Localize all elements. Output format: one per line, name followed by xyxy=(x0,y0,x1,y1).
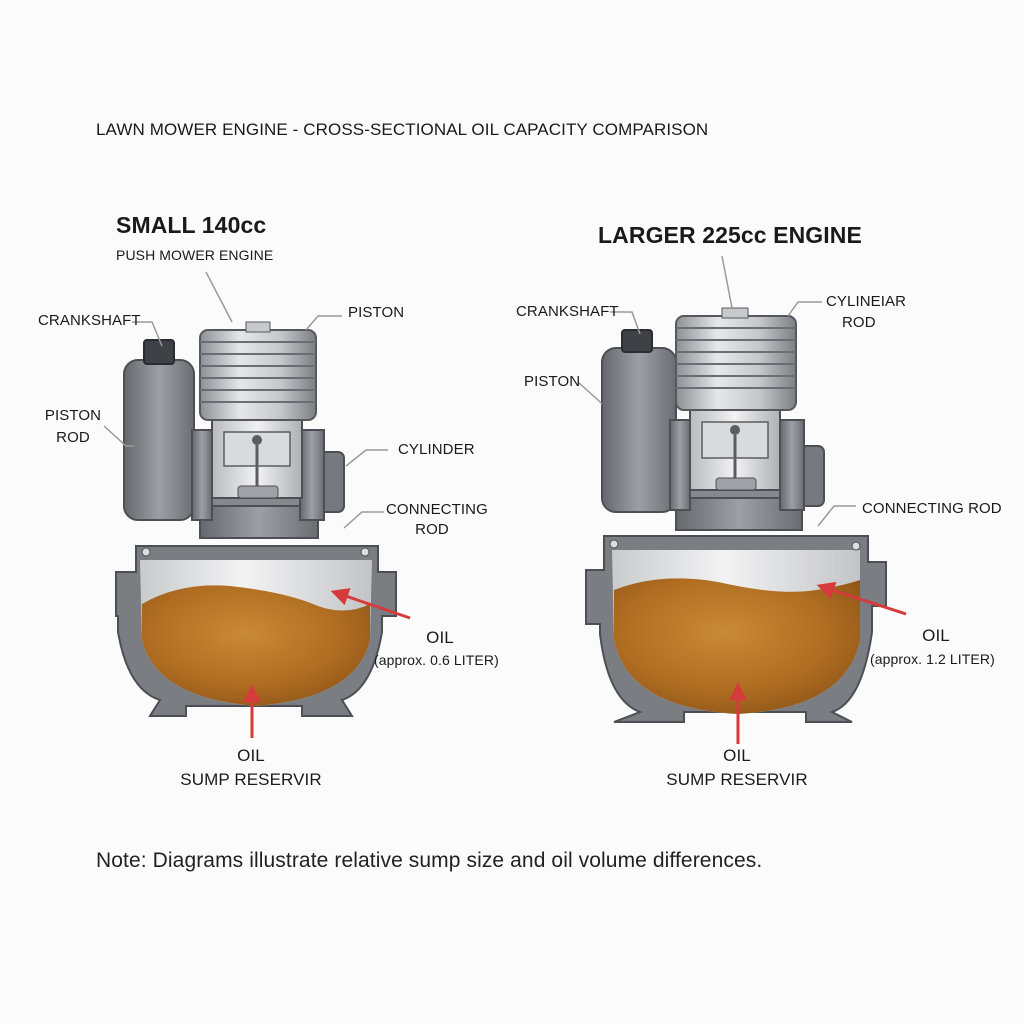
left-label-oil-capacity: (approx. 0.6 LITER) xyxy=(374,652,499,668)
leader-lines-left xyxy=(103,271,388,529)
left-label-connecting-rod-1: CONNECTING xyxy=(386,501,488,518)
left-label-sump-1: OIL xyxy=(237,746,265,765)
oil-arrow-left xyxy=(330,588,411,620)
leader-lines-right xyxy=(577,255,856,527)
right-label-piston: PISTON xyxy=(524,373,581,390)
left-label-connecting-rod-2: ROD xyxy=(415,521,449,538)
left-engine-subheading: PUSH MOWER ENGINE xyxy=(116,247,274,263)
crankshaft-housing-left xyxy=(123,339,195,521)
engine-right xyxy=(577,255,907,744)
left-label-crankshaft: CRANKSHAFT xyxy=(38,312,141,329)
left-label-sump-2: SUMP RESERVIR xyxy=(180,770,322,789)
engine-left xyxy=(103,271,411,738)
oil-arrow-right xyxy=(816,581,907,616)
sump-housing-left xyxy=(115,545,397,717)
right-label-connecting-rod: CONNECTING ROD xyxy=(862,500,1002,517)
right-label-sump-1: OIL xyxy=(723,746,751,765)
cooling-fins-right xyxy=(675,307,797,411)
cooling-fins-left xyxy=(199,321,317,421)
left-label-piston: PISTON xyxy=(348,304,405,321)
footnote: Note: Diagrams illustrate relative sump … xyxy=(96,849,763,872)
sump-housing-right xyxy=(585,535,887,723)
right-label-sump-2: SUMP RESERVIR xyxy=(666,770,808,789)
crankcase-left xyxy=(199,501,319,539)
left-label-piston-rod-1: PISTON xyxy=(44,407,102,424)
right-label-oil: OIL xyxy=(922,626,950,645)
diagram-title: LAWN MOWER ENGINE - CROSS-SECTIONAL OIL … xyxy=(96,120,709,139)
right-label-oil-capacity: (approx. 1.2 LITER) xyxy=(870,651,995,667)
right-label-cylinder-rod-2: ROD xyxy=(842,314,876,331)
right-engine-heading: LARGER 225cc ENGINE xyxy=(598,222,862,248)
left-label-cylinder: CYLINDER xyxy=(398,441,475,458)
right-label-crankshaft: CRANKSHAFT xyxy=(516,303,619,320)
crankshaft-housing-right xyxy=(601,329,677,513)
left-engine-heading: SMALL 140cc xyxy=(116,212,267,238)
left-label-oil: OIL xyxy=(426,628,454,647)
right-label-cylinder-rod-1: CYLINEIAR xyxy=(826,293,907,310)
left-label-piston-rod-2: ROD xyxy=(56,429,90,446)
